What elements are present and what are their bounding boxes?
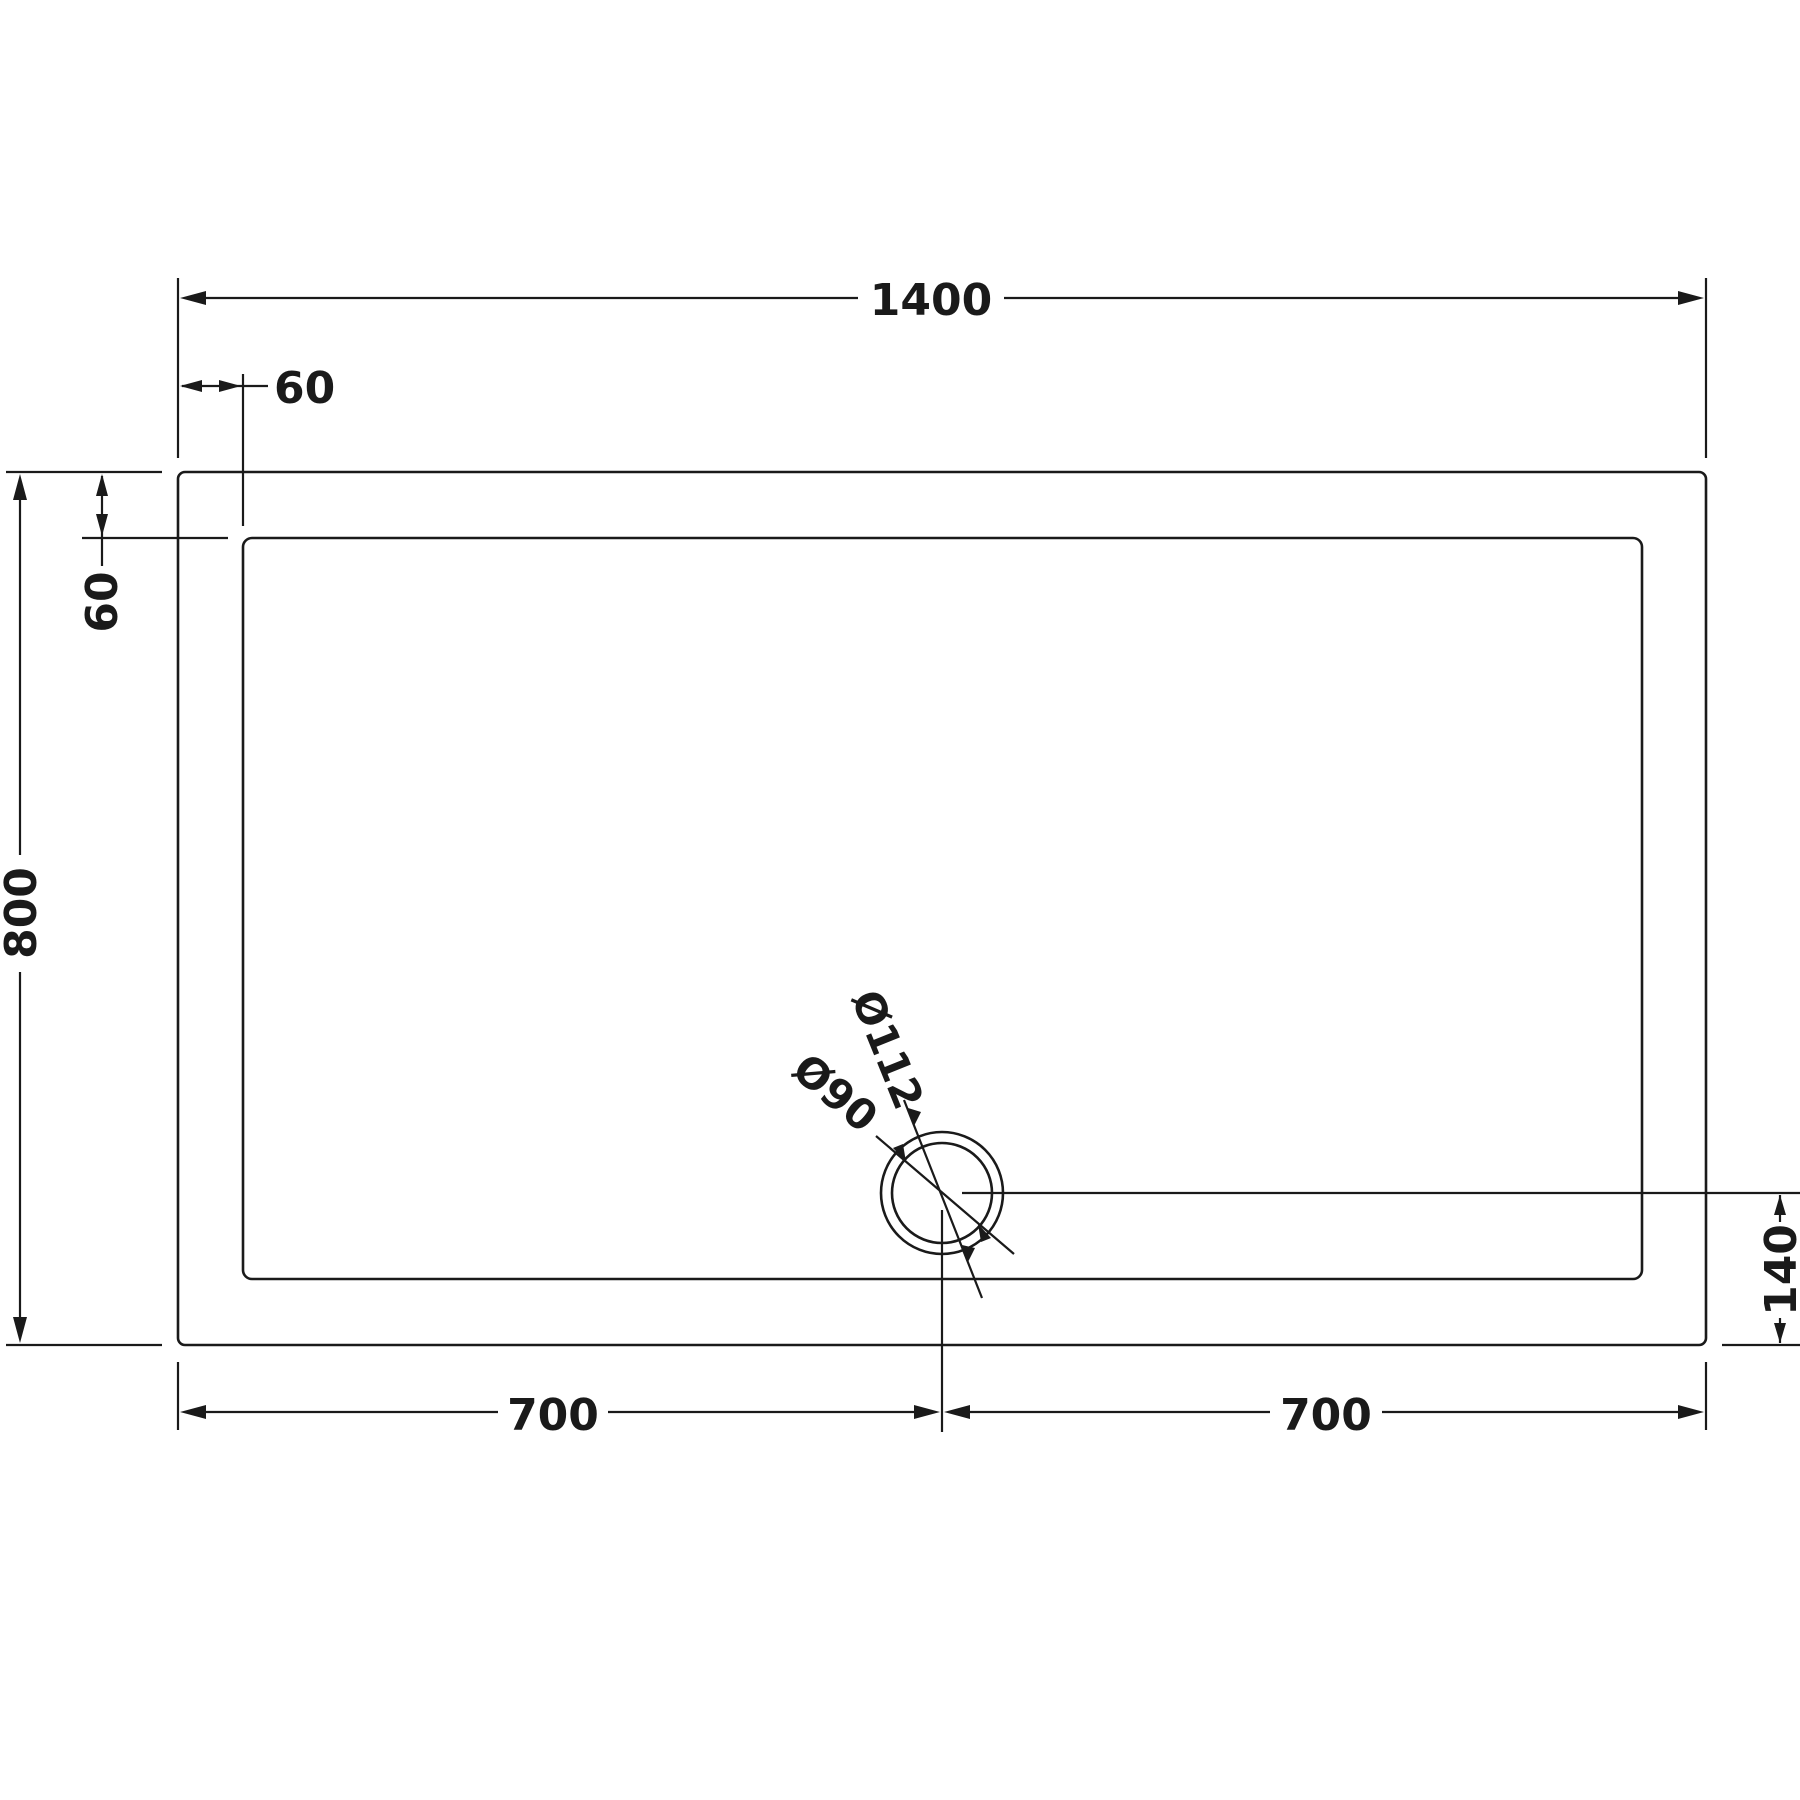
dimension-overall-depth: 800 [0,470,162,1347]
dimension-right-half-label: 700 [1280,1390,1372,1441]
dimension-waste-diameters: Ø112 Ø90 [784,983,1015,1299]
dimension-rim-left-label: 60 [77,571,128,632]
tray-inner-outline [241,536,1644,1281]
dimension-overall-width: 1400 [176,275,1708,458]
dimension-overall-depth-label: 800 [0,867,47,959]
dimension-rim-left: 60 [77,474,228,633]
dimension-halves: 700 700 [176,1210,1708,1441]
dimension-rim-top-label: 60 [274,363,335,414]
dimension-rim-top: 60 [180,363,335,526]
dimension-waste-offset-label: 140 [1756,1224,1800,1316]
dimension-overall-width-label: 1400 [870,275,992,326]
dimension-left-half-label: 700 [507,1390,599,1441]
dimension-waste-offset: 140 [962,1191,1800,1347]
